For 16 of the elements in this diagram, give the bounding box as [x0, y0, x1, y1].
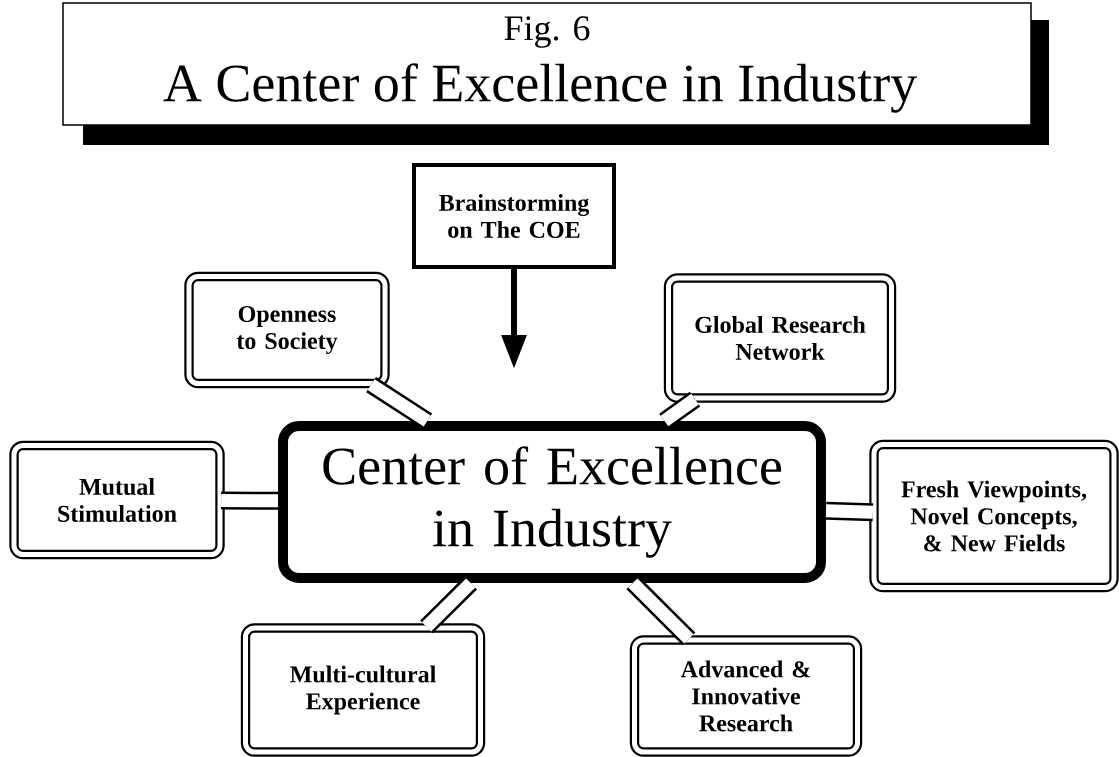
double-connector	[221, 491, 279, 510]
factor-box: Global Research Network	[663, 273, 897, 403]
double-connector	[366, 377, 433, 429]
factor-box: Openness to Society	[184, 271, 390, 389]
factor-box: Mutual Stimulation	[9, 440, 225, 560]
double-connector	[420, 576, 478, 634]
center-box: Center of Excellence in Industry	[278, 421, 826, 583]
factor-box: Multi-cultural Experience	[240, 623, 486, 757]
double-connector	[659, 391, 701, 429]
title: A Center of Excellence in Industry	[163, 63, 917, 113]
double-connector	[825, 501, 874, 522]
double-connector	[626, 576, 696, 646]
factor-box: Fresh Viewpoints, Novel Concepts, & New Fields	[869, 439, 1119, 593]
factor-box: Advanced & Innovative Research	[629, 635, 863, 757]
input-box: Brainstorming on The COE	[412, 163, 616, 269]
figure-number: Fig. 6	[504, 16, 590, 48]
